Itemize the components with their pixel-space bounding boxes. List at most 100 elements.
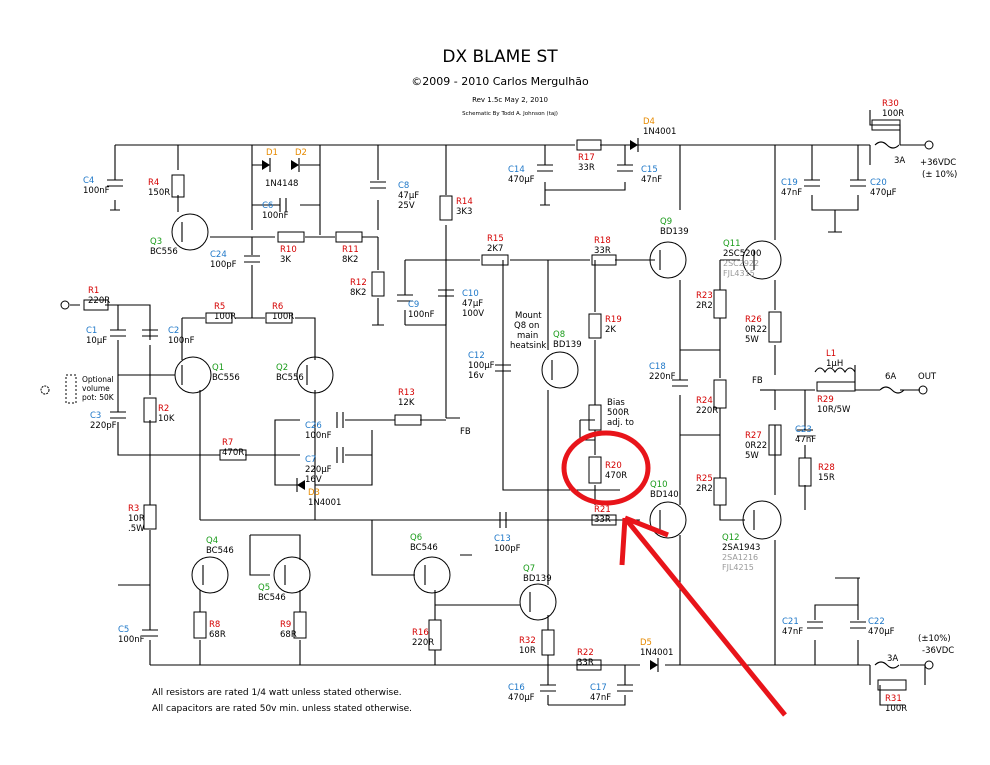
label-c23-1: 47nF bbox=[795, 435, 816, 445]
label-r28-0: R28 bbox=[818, 463, 835, 473]
label-d5-0: D5 bbox=[640, 638, 652, 648]
resistor-r6 bbox=[265, 312, 293, 324]
label-q6-0: Q6 bbox=[410, 533, 422, 543]
label-r27-0: R27 bbox=[745, 431, 762, 441]
label-c24-0: C24 bbox=[210, 250, 227, 260]
resistor-bodies bbox=[65, 119, 907, 691]
resistor-r13 bbox=[394, 414, 422, 426]
label-c22-0: C22 bbox=[868, 617, 885, 627]
label-c13-1: 100pF bbox=[494, 544, 521, 554]
fuses bbox=[874, 141, 905, 669]
label-c21-0: C21 bbox=[782, 617, 799, 627]
label-c19-1: 47nF bbox=[781, 188, 802, 198]
label-r24-1: 220R bbox=[696, 406, 718, 416]
label-d4-1: 1N4001 bbox=[643, 127, 676, 137]
resistor-r3 bbox=[143, 504, 157, 530]
label-c3-0: C3 bbox=[90, 411, 101, 421]
label-r24-0: R24 bbox=[696, 396, 713, 406]
resistor-r18 bbox=[591, 254, 617, 266]
label-r8-1: 68R bbox=[209, 630, 226, 640]
label-r7-1: 470R bbox=[222, 448, 244, 458]
resistor-r23 bbox=[713, 289, 727, 319]
label-q1-0: Q1 bbox=[212, 363, 224, 373]
label-r3-2: .5W bbox=[128, 524, 145, 534]
label-r17-0: R17 bbox=[578, 153, 595, 163]
label-c4-0: C4 bbox=[83, 176, 94, 186]
label-c24-1: 100pF bbox=[210, 260, 237, 270]
label-c8-0: C8 bbox=[398, 181, 409, 191]
capacitor-rating-note: All capacitors are rated 50v min. unless… bbox=[152, 704, 412, 714]
label-c17-0: C17 bbox=[590, 683, 607, 693]
label-r4-1: 150R bbox=[148, 188, 170, 198]
label-d1-0: D1 bbox=[266, 148, 278, 158]
label-c10-0: C10 bbox=[462, 289, 479, 299]
label-r9-0: R9 bbox=[280, 620, 291, 630]
label-c12-2: 16v bbox=[468, 371, 484, 381]
output-terminal: OUT bbox=[918, 372, 937, 382]
resistor-r12 bbox=[371, 271, 385, 297]
label-q2-0: Q2 bbox=[276, 363, 288, 373]
label-c1-0: C1 bbox=[86, 326, 97, 336]
label-r22-1: 33R bbox=[577, 658, 594, 668]
label-c15-1: 47nF bbox=[641, 175, 662, 185]
label-c6-0: C6 bbox=[262, 201, 273, 211]
resistor-r24 bbox=[713, 379, 727, 409]
resistor-r26 bbox=[768, 311, 782, 343]
label-c10-2: 100V bbox=[462, 309, 484, 319]
resistor-r5 bbox=[205, 312, 233, 324]
inductor-l1 bbox=[814, 367, 856, 374]
label-d2-0: D2 bbox=[295, 148, 307, 158]
resistor-rating-note: All resistors are rated 1/4 watt unless … bbox=[152, 688, 402, 698]
supply-positive: +36VDC bbox=[920, 158, 956, 168]
label-c18-1: 220nF bbox=[649, 372, 676, 382]
resistor-r27 bbox=[768, 424, 782, 456]
resistor-r25 bbox=[713, 477, 727, 506]
label-r7-0: R7 bbox=[222, 438, 233, 448]
label-r19-1: 2K bbox=[605, 325, 616, 335]
resistor-r28 bbox=[798, 457, 812, 487]
label-r25-0: R25 bbox=[696, 474, 713, 484]
label-r17-1: 33R bbox=[578, 163, 595, 173]
label-q11-3: FJL4315 bbox=[723, 269, 755, 278]
label-r19-0: R19 bbox=[605, 315, 622, 325]
supply-negative-tolerance: (±10%) bbox=[918, 634, 951, 644]
label-r29-0: R29 bbox=[817, 395, 834, 405]
label-c7-2: 16V bbox=[305, 475, 322, 485]
label-r10-0: R10 bbox=[280, 245, 297, 255]
label-q11-2: 2SC2922 bbox=[723, 259, 759, 268]
label-c7-0: C7 bbox=[305, 455, 316, 465]
schematic-title: DX BLAME ST bbox=[442, 47, 558, 67]
resistor-r10 bbox=[277, 231, 305, 243]
label-c14-1: 470µF bbox=[508, 175, 535, 185]
label-c13-0: C13 bbox=[494, 534, 511, 544]
label-r18-0: R18 bbox=[594, 236, 611, 246]
revision: Rev 1.5c May 2, 2010 bbox=[472, 96, 548, 104]
label-r15-1: 2K7 bbox=[487, 244, 503, 254]
feedback-node-in: FB bbox=[460, 427, 471, 437]
label-q1-1: BC556 bbox=[212, 373, 240, 383]
label-q12-3: FJL4215 bbox=[722, 563, 754, 572]
label-c21-1: 47nF bbox=[782, 627, 803, 637]
highlight-annotation bbox=[561, 430, 787, 717]
highlight-arrow-shaft bbox=[623, 516, 787, 717]
label-d3-1: 1N4001 bbox=[308, 498, 341, 508]
label-r3-1: 10R bbox=[128, 514, 145, 524]
label-c18-0: C18 bbox=[649, 362, 666, 372]
mount-note-3: main bbox=[517, 331, 538, 341]
label-c9-1: 100nF bbox=[408, 310, 435, 320]
resistor-r14 bbox=[439, 195, 453, 221]
label-c20-0: C20 bbox=[870, 178, 887, 188]
label-r26-2: 5W bbox=[745, 335, 759, 345]
supply-negative: -36VDC bbox=[922, 646, 954, 656]
label-d4-0: D4 bbox=[643, 117, 655, 127]
label-q12-2: 2SA1216 bbox=[722, 553, 758, 562]
label-r26-0: R26 bbox=[745, 315, 762, 325]
label-c5-1: 100nF bbox=[118, 635, 145, 645]
label-q7-0: Q7 bbox=[523, 564, 535, 574]
label-c7-1: 220µF bbox=[305, 465, 332, 475]
copyright: ©2009 - 2010 Carlos Mergulhão bbox=[411, 75, 589, 88]
label-r6-1: 100R bbox=[272, 312, 294, 322]
label-q6-1: BC546 bbox=[410, 543, 438, 553]
fuse-output: 6A bbox=[885, 372, 896, 382]
label-r20-0: R20 bbox=[605, 461, 622, 471]
